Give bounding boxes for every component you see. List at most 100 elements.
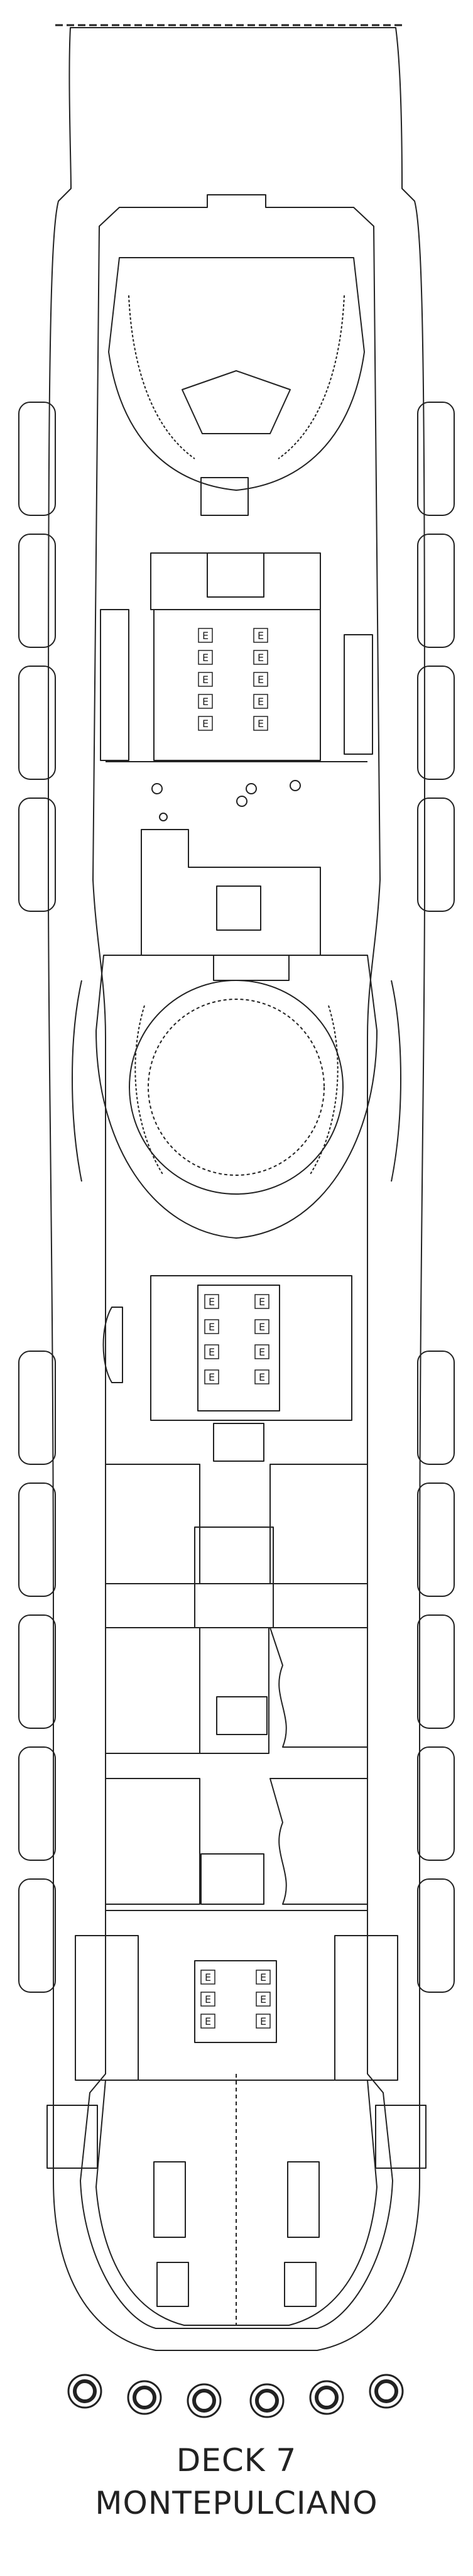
aft-corridor-left <box>75 1935 139 2081</box>
theater-seating-right <box>309 1005 339 1176</box>
elevator-car-icon: E <box>254 1369 269 1384</box>
forward-lobby <box>150 552 321 610</box>
atrium-column <box>246 783 257 794</box>
midship-bar <box>102 1307 123 1383</box>
central-room <box>194 1526 274 1628</box>
aft-buffet-right <box>287 2161 320 2238</box>
theater-outline <box>95 955 378 1239</box>
midship-elevator-core <box>197 1285 280 1411</box>
elevator-car-icon: E <box>198 650 213 665</box>
hull-outline <box>48 27 425 2351</box>
elevator-car-icon: E <box>204 1344 219 1359</box>
elevator-label: E <box>202 696 209 708</box>
aft-buffet-left-lower <box>156 2262 189 2307</box>
mid-aft-stair <box>216 1696 268 1735</box>
deck-plan-linework <box>18 24 455 2351</box>
elevator-label: E <box>209 1296 215 1308</box>
elevator-car-icon: E <box>256 1970 271 1985</box>
elevator-car-icon: E <box>253 716 268 731</box>
elevator-label: E <box>202 718 209 730</box>
aft-lounge-left <box>105 1778 200 1905</box>
atrium-column <box>151 783 163 794</box>
elevator-label: E <box>202 674 209 686</box>
bow-seating-right <box>278 295 345 459</box>
lounge-right <box>269 1464 368 1584</box>
elevator-label: E <box>258 674 264 686</box>
theater-side-left <box>72 980 82 1182</box>
elevator-label: E <box>260 1971 266 1983</box>
elevator-label: E <box>205 1993 211 2005</box>
elevator-label: E <box>205 1971 211 1983</box>
deck-name: MONTEPULCIANO <box>95 2485 378 2521</box>
aft-lounge-right <box>269 1778 368 1905</box>
elevator-label: E <box>205 2015 211 2027</box>
mid-aft-center <box>199 1627 269 1754</box>
elevator-car-icon: E <box>254 1294 269 1309</box>
elevator-car-icon: E <box>198 628 213 643</box>
elevator-car-icon: E <box>253 672 268 687</box>
forward-stair <box>200 477 249 516</box>
elevator-label: E <box>209 1371 215 1383</box>
elevator-label: E <box>258 718 264 730</box>
aft-stair-left <box>46 2105 98 2169</box>
forward-elevator-hall <box>153 609 321 761</box>
deck-title: DECK 7 <box>176 2442 297 2479</box>
theater-seating-inner <box>148 999 325 1176</box>
winch-icon <box>309 2380 344 2415</box>
elevator-label: E <box>259 1321 265 1333</box>
elevator-label: E <box>209 1321 215 1333</box>
elevator-label: E <box>258 630 264 642</box>
elevator-car-icon: E <box>200 1970 215 1985</box>
elevator-car-icon: E <box>256 1992 271 2007</box>
midship-block <box>150 1275 352 1421</box>
elevator-label: E <box>260 1993 266 2005</box>
theater-seating-left <box>134 1005 164 1176</box>
lifeboats <box>18 402 455 1993</box>
winch-icon <box>249 2383 285 2418</box>
elevator-car-icon: E <box>198 716 213 731</box>
mid-forward-rooms <box>141 829 321 981</box>
bow-lounge-outline <box>108 257 365 491</box>
elevator-car-icon: E <box>204 1319 219 1334</box>
mid-aft-left <box>105 1627 200 1754</box>
elevator-label: E <box>258 652 264 664</box>
aft-dining <box>95 2080 378 2326</box>
elevator-car-icon: E <box>200 1992 215 2007</box>
elevator-car-icon: E <box>198 672 213 687</box>
winch-icon <box>67 2374 102 2409</box>
winch-icon <box>187 2383 222 2418</box>
theater-side-right <box>391 980 401 1182</box>
elevator-label: E <box>259 1296 265 1308</box>
winch-icon <box>127 2380 162 2415</box>
elevator-car-icon: E <box>253 650 268 665</box>
aft-stair <box>200 1853 264 1905</box>
elevator-label: E <box>259 1346 265 1358</box>
aft-stair-right <box>375 2105 427 2169</box>
elevator-car-icon: E <box>198 694 213 709</box>
elevator-car-icon: E <box>204 1294 219 1309</box>
elevator-label: E <box>260 2015 266 2027</box>
mid-aft-right <box>269 1627 368 1748</box>
aft-buffet-right-lower <box>284 2262 317 2307</box>
aft-elevator-core <box>194 1960 277 2043</box>
forward-corridor-right <box>344 634 373 755</box>
stern-winches <box>67 2374 404 2418</box>
elevator-car-icon: E <box>256 2014 271 2029</box>
midship-elevators: E E E E E E E E <box>204 1294 269 1384</box>
bow-stage <box>182 370 291 434</box>
forward-elevators: E E E E E E E E E E <box>198 628 268 731</box>
elevator-car-icon: E <box>253 694 268 709</box>
mid-forward-stair <box>216 885 261 931</box>
elevator-label: E <box>202 630 209 642</box>
aft-elevators: E E E E E E <box>200 1970 271 2029</box>
elevator-label: E <box>209 1346 215 1358</box>
elevator-label: E <box>259 1371 265 1383</box>
elevator-label: E <box>258 696 264 708</box>
lounge-left <box>105 1464 200 1584</box>
aft-corridor-right <box>334 1935 398 2081</box>
elevator-car-icon: E <box>253 628 268 643</box>
elevator-car-icon: E <box>254 1319 269 1334</box>
forward-stair-lower <box>207 552 264 598</box>
elevator-car-icon: E <box>204 1369 219 1384</box>
